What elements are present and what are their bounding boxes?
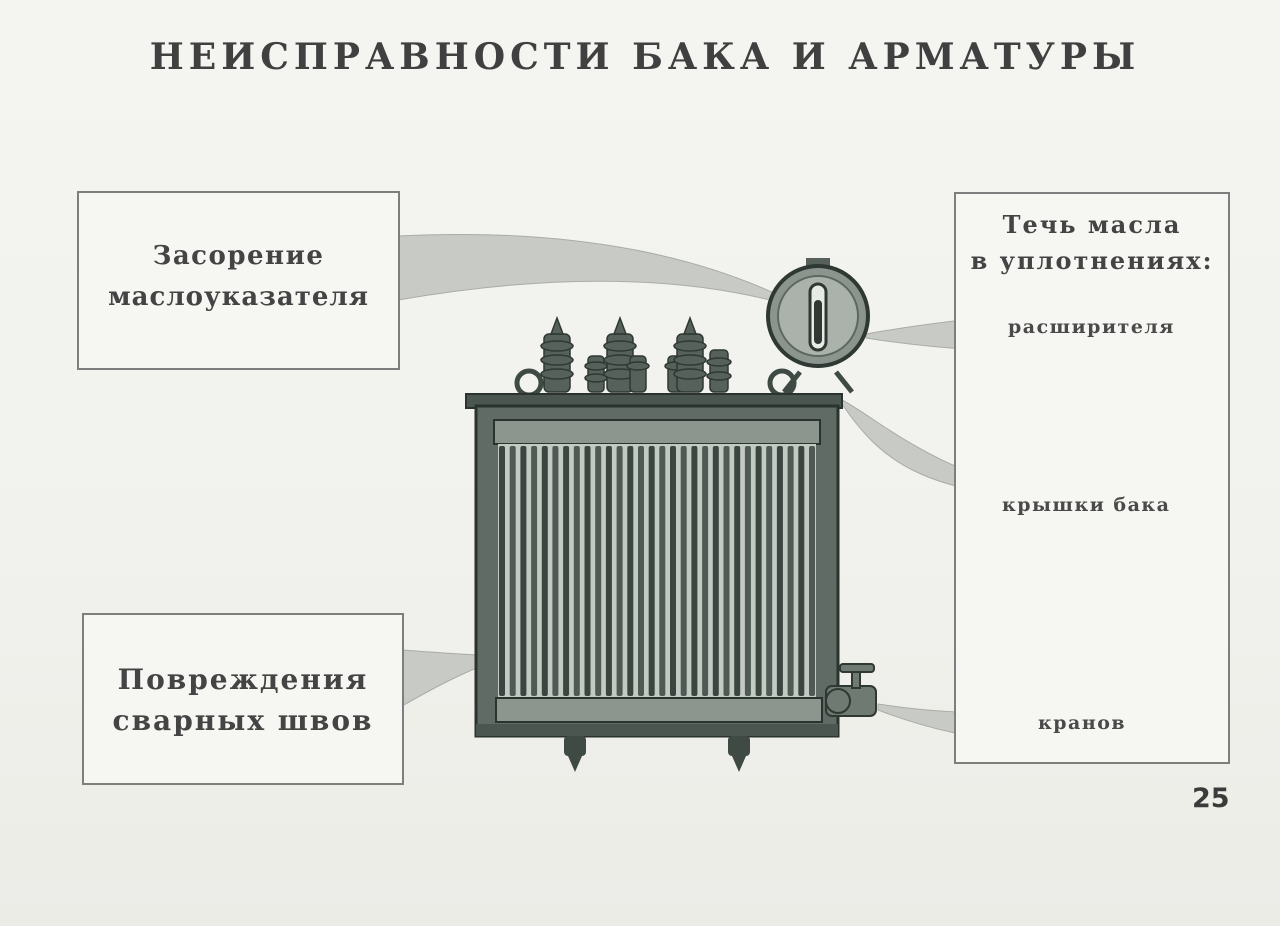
leak-item-conservator: расширителя: [1008, 316, 1175, 338]
oil-leak-line1: Течь масла: [1002, 210, 1182, 239]
cooling-fin: [648, 446, 655, 696]
cooling-fin: [809, 446, 815, 696]
valve-icon: [825, 663, 877, 717]
slide-title: НЕИСПРАВНОСТИ БАКА И АРМАТУРЫ: [149, 36, 1141, 78]
cooling-fin: [734, 446, 741, 696]
cooling-fin: [680, 446, 687, 696]
cooling-fin: [616, 446, 623, 696]
box-oil-leak: Течь масла в уплотнениях:: [954, 192, 1230, 764]
cooling-fin: [702, 446, 709, 696]
cooling-fin: [755, 446, 762, 696]
box-weld-damage: Повреждения сварных швов: [82, 613, 404, 785]
cooling-fin: [520, 446, 527, 696]
cooling-fin: [691, 446, 698, 696]
cooling-fin: [627, 446, 634, 696]
cooling-fin: [541, 446, 548, 696]
bushings-icon: [540, 315, 732, 393]
cooling-fin: [573, 446, 580, 696]
gauge-clogging-line1: Засорение: [152, 241, 325, 271]
box-gauge-clogging: Засорение маслоуказателя: [77, 191, 400, 370]
cooling-fin: [670, 446, 676, 696]
cooling-fin: [798, 446, 805, 696]
callout-gauge: [397, 233, 813, 313]
cooling-fin: [531, 446, 538, 696]
leak-item-valves: кранов: [1038, 712, 1127, 734]
cooling-fin: [499, 446, 505, 696]
leak-item-tank-cover: крышки бака: [1002, 494, 1171, 516]
cooling-fin: [605, 446, 612, 696]
gauge-clogging-line2: маслоуказателя: [108, 282, 369, 312]
cooling-fin: [776, 446, 783, 696]
weld-damage-line1: Повреждения: [117, 663, 369, 696]
cooling-fin: [712, 446, 719, 696]
cooling-fin: [787, 446, 794, 696]
cooling-fin: [659, 446, 666, 696]
cooling-fin: [509, 446, 516, 696]
cooling-fin: [595, 446, 602, 696]
cooling-fin: [723, 446, 730, 696]
cooling-fin: [638, 446, 644, 696]
cooling-fin: [552, 446, 559, 696]
cooling-fins: [499, 446, 815, 696]
oil-leak-line2: в уплотнениях:: [970, 246, 1214, 275]
cooling-fin: [766, 446, 773, 696]
weld-damage-line2: сварных швов: [112, 704, 374, 737]
cooling-fin: [563, 446, 570, 696]
cooling-fin: [744, 446, 751, 696]
page-number: 25: [1192, 783, 1230, 814]
cooling-fin: [584, 446, 591, 696]
tank-body: [465, 393, 843, 738]
wheels-icon: [564, 736, 750, 772]
